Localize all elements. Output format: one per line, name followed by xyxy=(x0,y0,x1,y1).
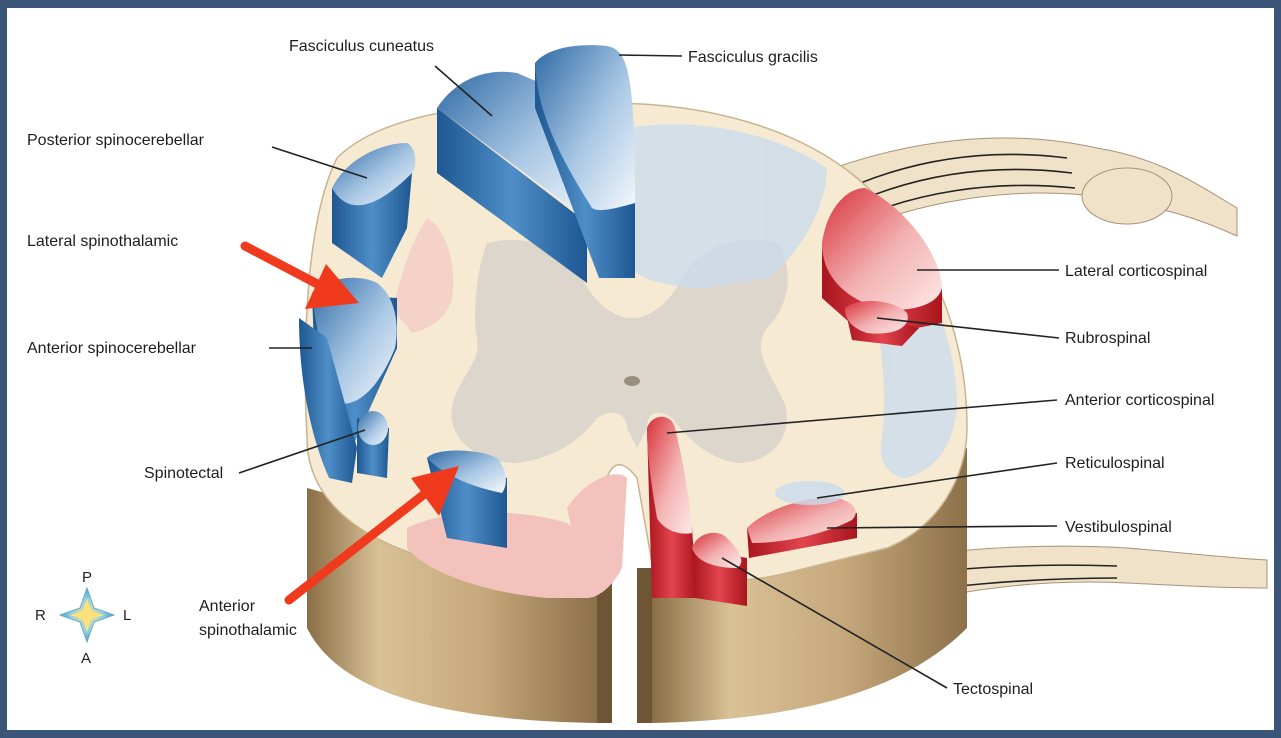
label-posterior-spinocerebellar: Posterior spinocerebellar xyxy=(27,132,205,149)
label-fasciculus-cuneatus: Fasciculus cuneatus xyxy=(289,38,434,55)
label-fasciculus-gracilis: Fasciculus gracilis xyxy=(688,49,818,66)
compass-star-icon: P R L A xyxy=(35,569,131,667)
label-anterior-spinothalamic-2: spinothalamic xyxy=(199,622,297,639)
spinotectal-tract xyxy=(357,411,389,478)
label-reticulospinal: Reticulospinal xyxy=(1065,455,1165,472)
label-anterior-spinocerebellar: Anterior spinocerebellar xyxy=(27,340,197,357)
label-lateral-corticospinal: Lateral corticospinal xyxy=(1065,263,1207,280)
label-spinotectal: Spinotectal xyxy=(144,465,223,482)
spinal-cord-cross-section: Fasciculus cuneatus Fasciculus gracilis … xyxy=(7,8,1274,730)
label-vestibulospinal: Vestibulospinal xyxy=(1065,519,1172,536)
compass-label-l: L xyxy=(123,607,131,624)
label-anterior-corticospinal: Anterior corticospinal xyxy=(1065,392,1214,409)
compass-label-p: P xyxy=(82,569,92,586)
compass-label-a: A xyxy=(81,650,91,667)
label-rubrospinal: Rubrospinal xyxy=(1065,330,1150,347)
label-lateral-spinothalamic: Lateral spinothalamic xyxy=(27,233,178,250)
reticulospinal-tract xyxy=(775,481,845,505)
label-anterior-spinothalamic-1: Anterior xyxy=(199,598,256,615)
central-canal xyxy=(624,376,640,386)
label-tectospinal: Tectospinal xyxy=(953,681,1033,698)
compass-label-r: R xyxy=(35,607,46,624)
diagram-frame: Fasciculus cuneatus Fasciculus gracilis … xyxy=(7,8,1274,730)
